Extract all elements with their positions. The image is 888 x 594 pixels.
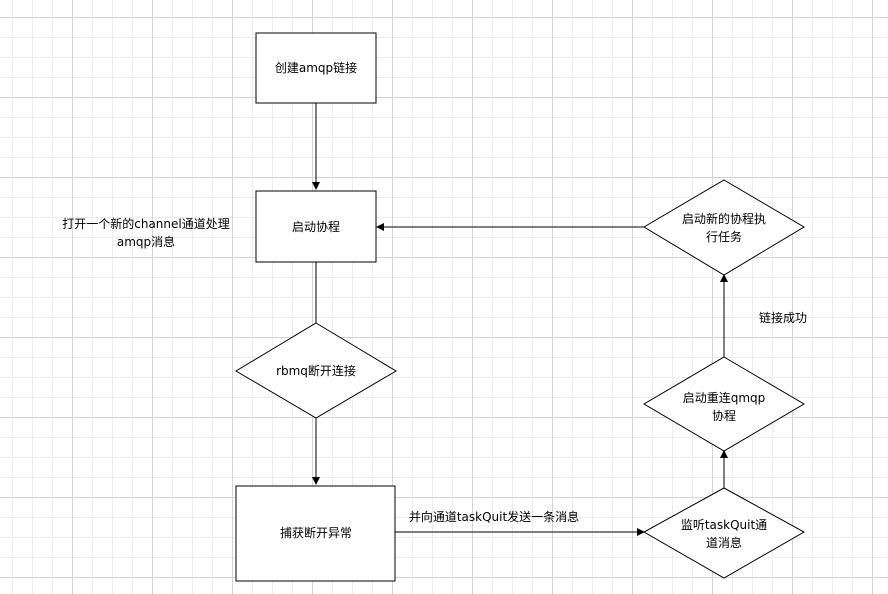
node-create-amqp-connection[interactable]: 创建amqp链接 <box>255 32 377 104</box>
annotation-line-2: amqp消息 <box>117 234 175 249</box>
node-rbmq-disconnect[interactable]: rbmq断开连接 <box>235 322 397 419</box>
annotation-open-channel: 打开一个新的channel通道处理 amqp消息 <box>62 216 230 249</box>
annotation-line-1: 打开一个新的channel通道处理 <box>62 216 230 231</box>
node-start-new-coroutine[interactable]: 启动新的协程执 行任务 <box>643 179 805 276</box>
node-label: 捕获断开异常 <box>280 525 352 540</box>
annotation-connect-success: 链接成功 <box>759 310 807 325</box>
node-start-reconnect[interactable]: 启动重连qmqp 协程 <box>643 356 805 452</box>
node-label: 启动协程 <box>292 219 340 234</box>
node-label-line-1: 监听taskQuit通 <box>681 518 767 532</box>
node-label-line-1: 启动新的协程执 <box>682 211 766 226</box>
node-listen-taskquit[interactable]: 监听taskQuit通 道消息 <box>642 487 806 579</box>
node-label-line-1: 启动重连qmqp <box>683 390 766 405</box>
annotation-send-taskquit: 并向通道taskQuit发送一条消息 <box>409 509 579 524</box>
node-label: rbmq断开连接 <box>276 363 356 378</box>
node-catch-disconnect-exception[interactable]: 捕获断开异常 <box>235 485 396 582</box>
node-label-line-2: 行任务 <box>706 229 742 244</box>
node-start-coroutine[interactable]: 启动协程 <box>255 190 377 263</box>
node-label-line-2: 道消息 <box>706 535 742 550</box>
node-label-line-2: 协程 <box>712 408 736 423</box>
node-label: 创建amqp链接 <box>275 60 357 75</box>
